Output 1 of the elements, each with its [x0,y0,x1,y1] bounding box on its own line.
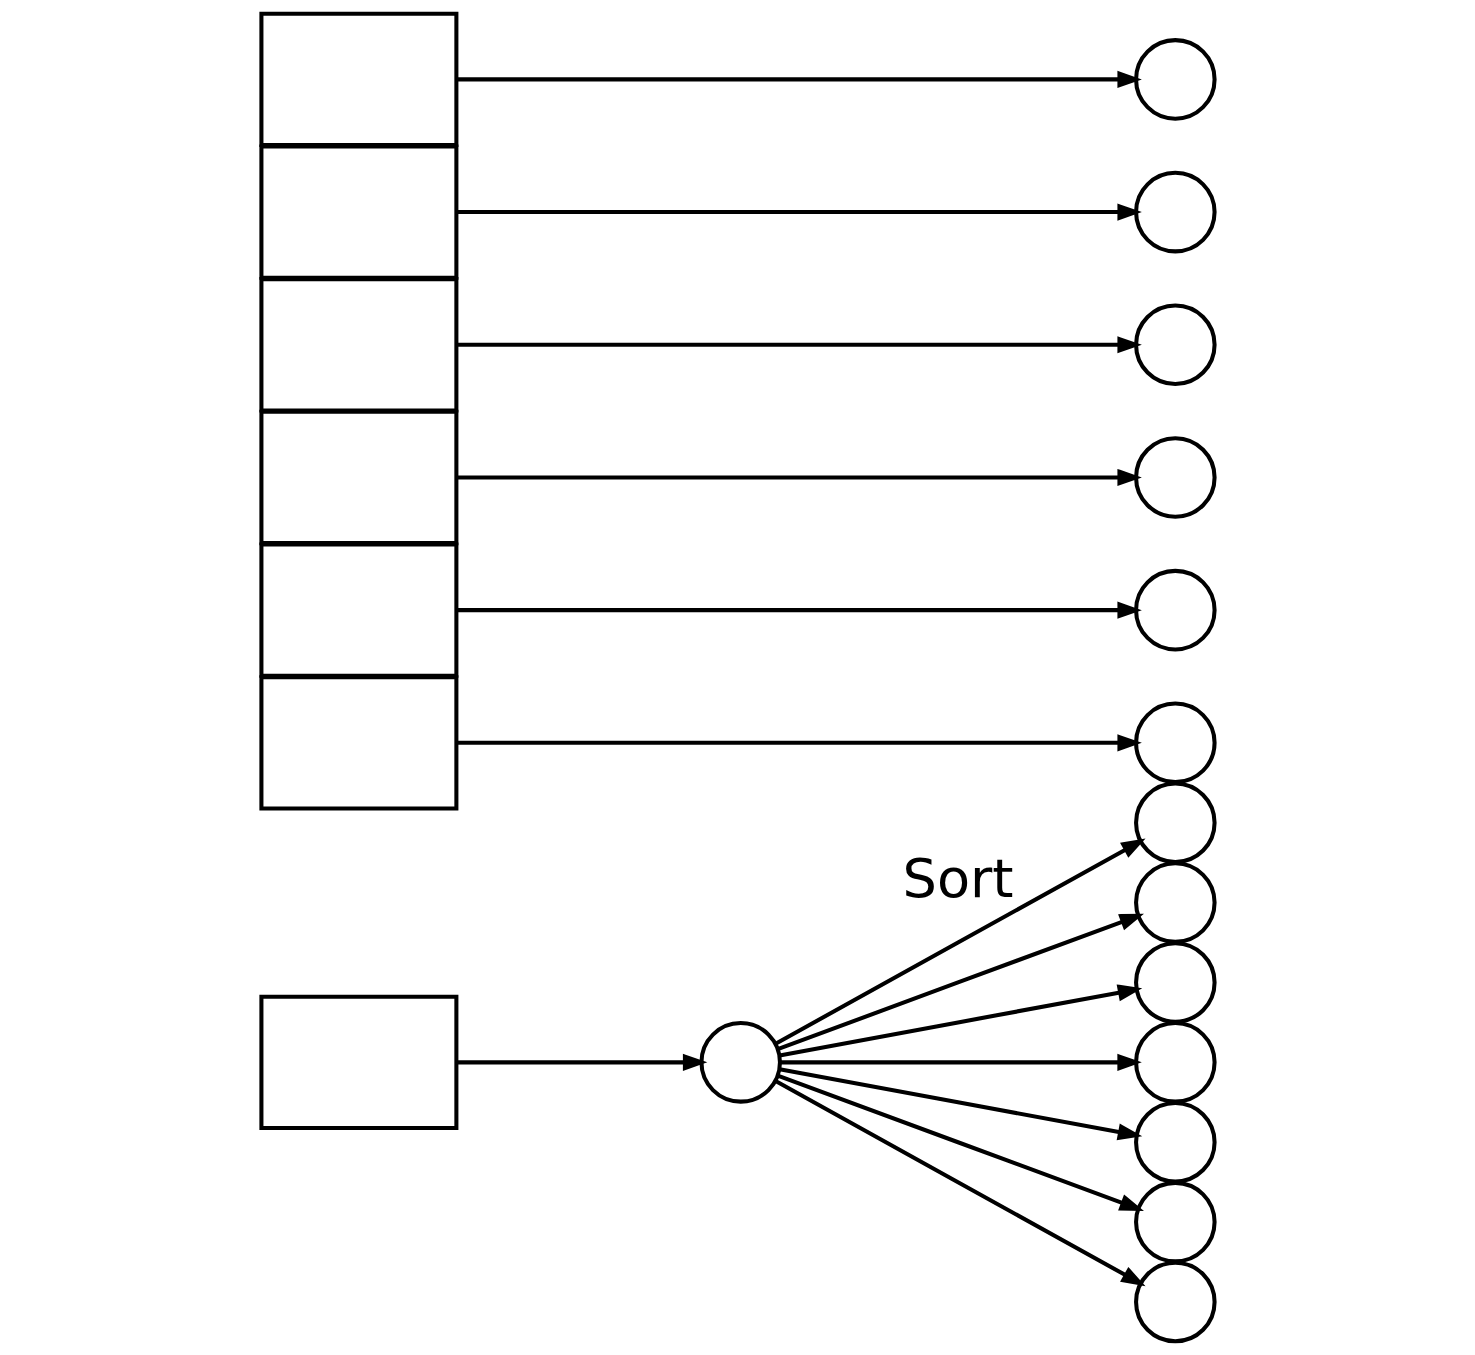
edge-label: Sort [902,847,1014,911]
